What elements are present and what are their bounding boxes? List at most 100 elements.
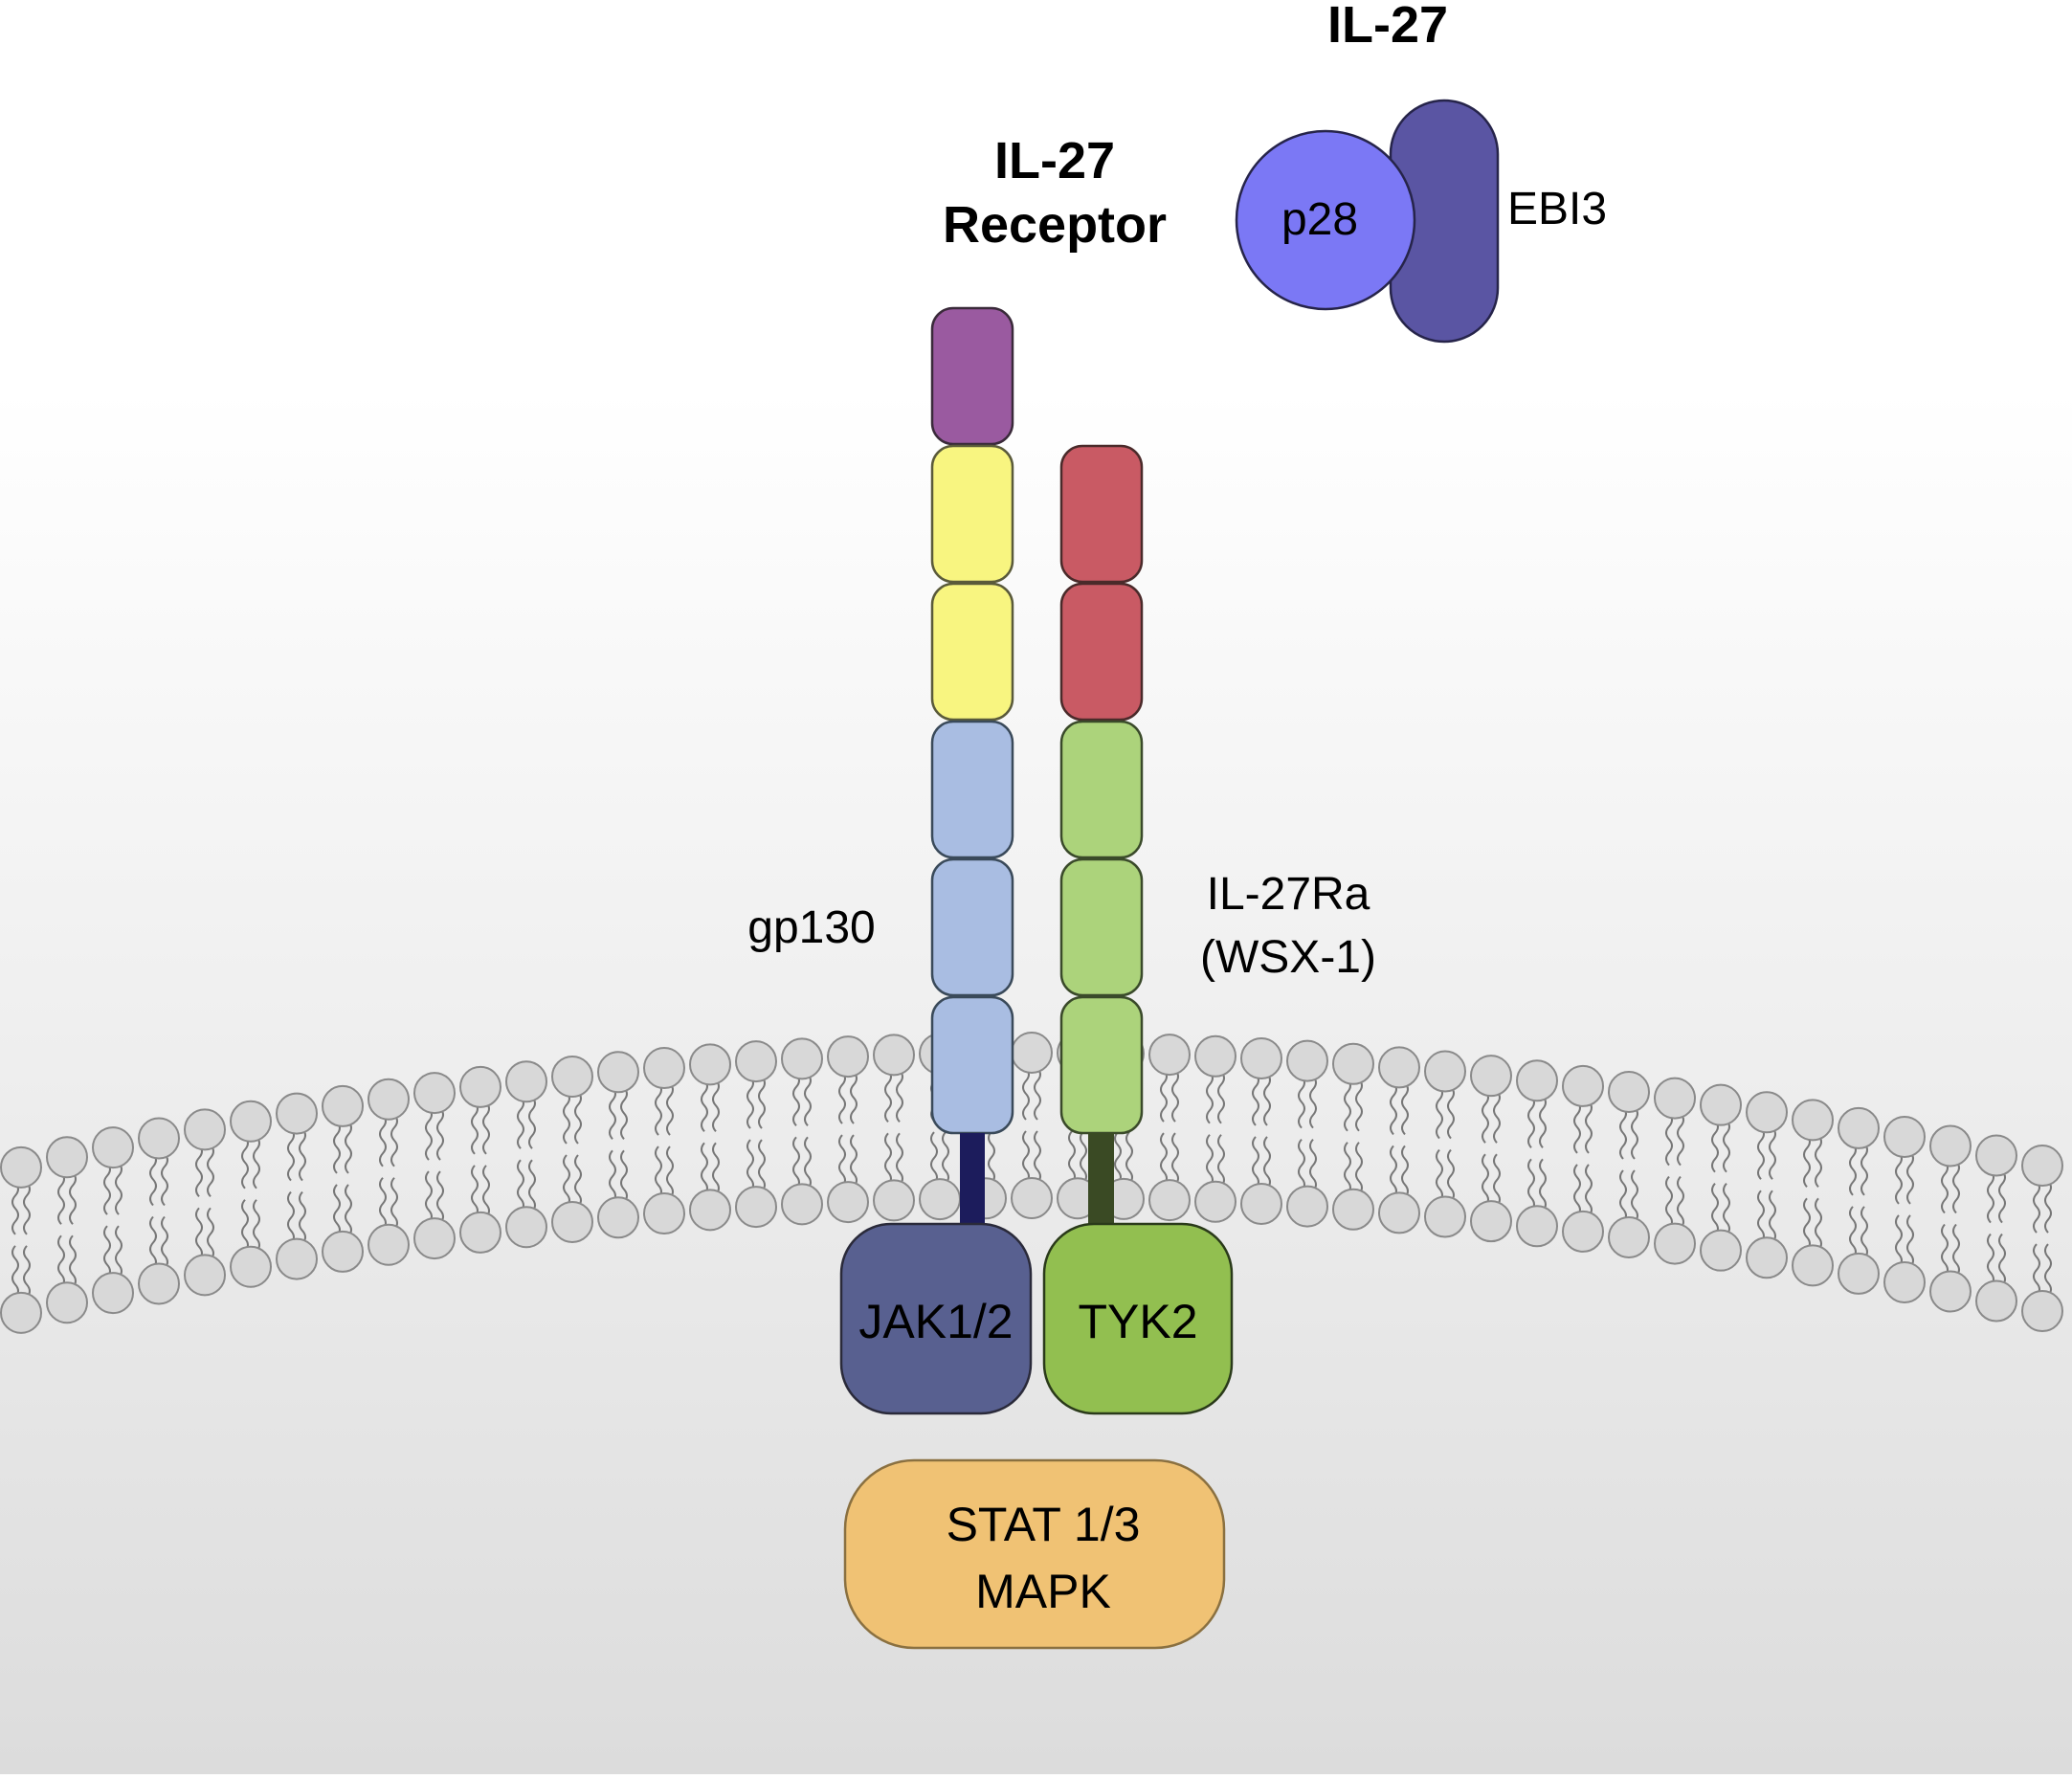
lipid-head: [735, 1040, 777, 1083]
lipid-tail: [57, 1171, 65, 1225]
lipid-tail: [253, 1136, 260, 1190]
lipid-tail: [884, 1132, 892, 1187]
lipid-tail: [792, 1073, 800, 1127]
lipid-tail: [988, 1130, 995, 1184]
lipid-tail: [563, 1154, 570, 1208]
il27ra-domain-1: [1059, 444, 1144, 584]
lipid-tail: [528, 1096, 536, 1149]
lipid-tail: [57, 1234, 65, 1288]
lipid-head: [1608, 1071, 1650, 1114]
lipid-head: [827, 1035, 869, 1079]
lipid-tail: [1068, 1130, 1076, 1184]
lipid-tail: [1309, 1138, 1317, 1192]
lipid-tail: [1217, 1071, 1225, 1124]
lipid-tail: [1482, 1090, 1489, 1144]
gp130-domain-6: [930, 995, 1014, 1135]
lipid-head: [643, 1047, 685, 1090]
lipid-tail: [1860, 1143, 1868, 1196]
lipid-tail: [436, 1170, 444, 1224]
lipid-head: [1608, 1216, 1650, 1259]
lipid-head: [505, 1206, 547, 1249]
lipid-tail: [850, 1134, 858, 1188]
il27ra-transmembrane-stalk: [1088, 1133, 1114, 1224]
lipid-tail: [161, 1152, 168, 1207]
lipid-tail: [195, 1207, 203, 1261]
lipid-tail: [655, 1082, 662, 1136]
lipid-tail: [345, 1184, 352, 1237]
lipid-tail: [1987, 1169, 1994, 1224]
gp130-domain-5: [930, 857, 1014, 997]
lipid-tail: [103, 1162, 111, 1215]
lipid-tail: [1769, 1126, 1776, 1180]
il27ra-domain-4: [1059, 857, 1144, 997]
lipid-tail: [746, 1076, 754, 1129]
lipid-head: [1424, 1195, 1466, 1238]
lipid-tail: [517, 1096, 524, 1149]
gp130-domain-1: [930, 306, 1014, 446]
lipid-tail: [11, 1182, 19, 1235]
lipid-tail: [1298, 1138, 1305, 1192]
lipid-tail: [436, 1107, 444, 1161]
lipid-tail: [115, 1162, 123, 1215]
lipid-tail: [241, 1136, 249, 1190]
lipid-tail: [1034, 1067, 1041, 1121]
lipid-tail: [1677, 1112, 1684, 1167]
lipid-head: [368, 1223, 410, 1266]
lipid-tail: [1436, 1085, 1443, 1140]
lipid-head: [1194, 1180, 1237, 1223]
lipid-head: [92, 1272, 134, 1315]
lipid-tail: [11, 1245, 19, 1299]
lipid-tail: [425, 1107, 433, 1161]
gp130-domain-2: [930, 444, 1014, 584]
lipid-tail: [149, 1215, 157, 1270]
lipid-tail: [1344, 1142, 1351, 1195]
lipid-tail: [1573, 1164, 1581, 1217]
lipid-head: [413, 1217, 456, 1260]
lipid-head: [1240, 1036, 1282, 1079]
lipid-tail: [1482, 1153, 1489, 1207]
lipid-tail: [1573, 1101, 1581, 1154]
lipid-head: [1562, 1210, 1604, 1253]
lipid-head: [1332, 1188, 1374, 1231]
il27ra-label-line2: (WSX-1): [1200, 932, 1376, 983]
lipid-tail: [1849, 1143, 1857, 1196]
lipid-head: [1975, 1279, 2017, 1323]
lipid-tail: [299, 1190, 306, 1245]
lipid-tail: [115, 1225, 123, 1279]
lipid-head: [873, 1034, 915, 1077]
lipid-tail: [746, 1139, 754, 1192]
lipid-head: [1654, 1222, 1696, 1265]
lipid-tail: [333, 1121, 341, 1174]
lipid-tail: [1585, 1164, 1593, 1217]
lipid-tail: [712, 1079, 720, 1132]
lipid-head: [368, 1078, 410, 1121]
lipid-head: [689, 1189, 731, 1232]
lipid-tail: [1631, 1169, 1638, 1223]
lipid-tail: [930, 1131, 938, 1185]
lipid-tail: [1723, 1183, 1730, 1236]
lipid-head: [1838, 1252, 1880, 1295]
stat-mapk-box: STAT 1/3 MAPK: [843, 1458, 1226, 1650]
lipid-head: [1378, 1046, 1420, 1089]
lipid-tail: [1390, 1145, 1397, 1199]
lipid-head: [1148, 1034, 1191, 1077]
lipid-head: [322, 1084, 364, 1127]
lipid-tail: [896, 1069, 903, 1123]
tyk2-shape: [1042, 1222, 1234, 1415]
lipid-head: [0, 1291, 42, 1334]
lipid-head: [919, 1178, 961, 1221]
lipid-tail: [2044, 1243, 2052, 1297]
lipid-head: [322, 1230, 364, 1273]
lipid-tail: [574, 1154, 582, 1208]
lipid-tail: [1527, 1158, 1535, 1212]
lipid-head: [413, 1072, 456, 1115]
lipid-tail: [207, 1144, 214, 1198]
ligand-title: IL-27: [1327, 0, 1448, 54]
lipid-tail: [758, 1139, 766, 1192]
lipid-tail: [1757, 1126, 1765, 1180]
lipid-tail: [701, 1142, 708, 1195]
lipid-tail: [1493, 1090, 1501, 1144]
tyk2-label: TYK2: [1078, 1295, 1197, 1348]
lipid-tail: [2033, 1243, 2040, 1297]
lipid-tail: [1447, 1148, 1455, 1203]
